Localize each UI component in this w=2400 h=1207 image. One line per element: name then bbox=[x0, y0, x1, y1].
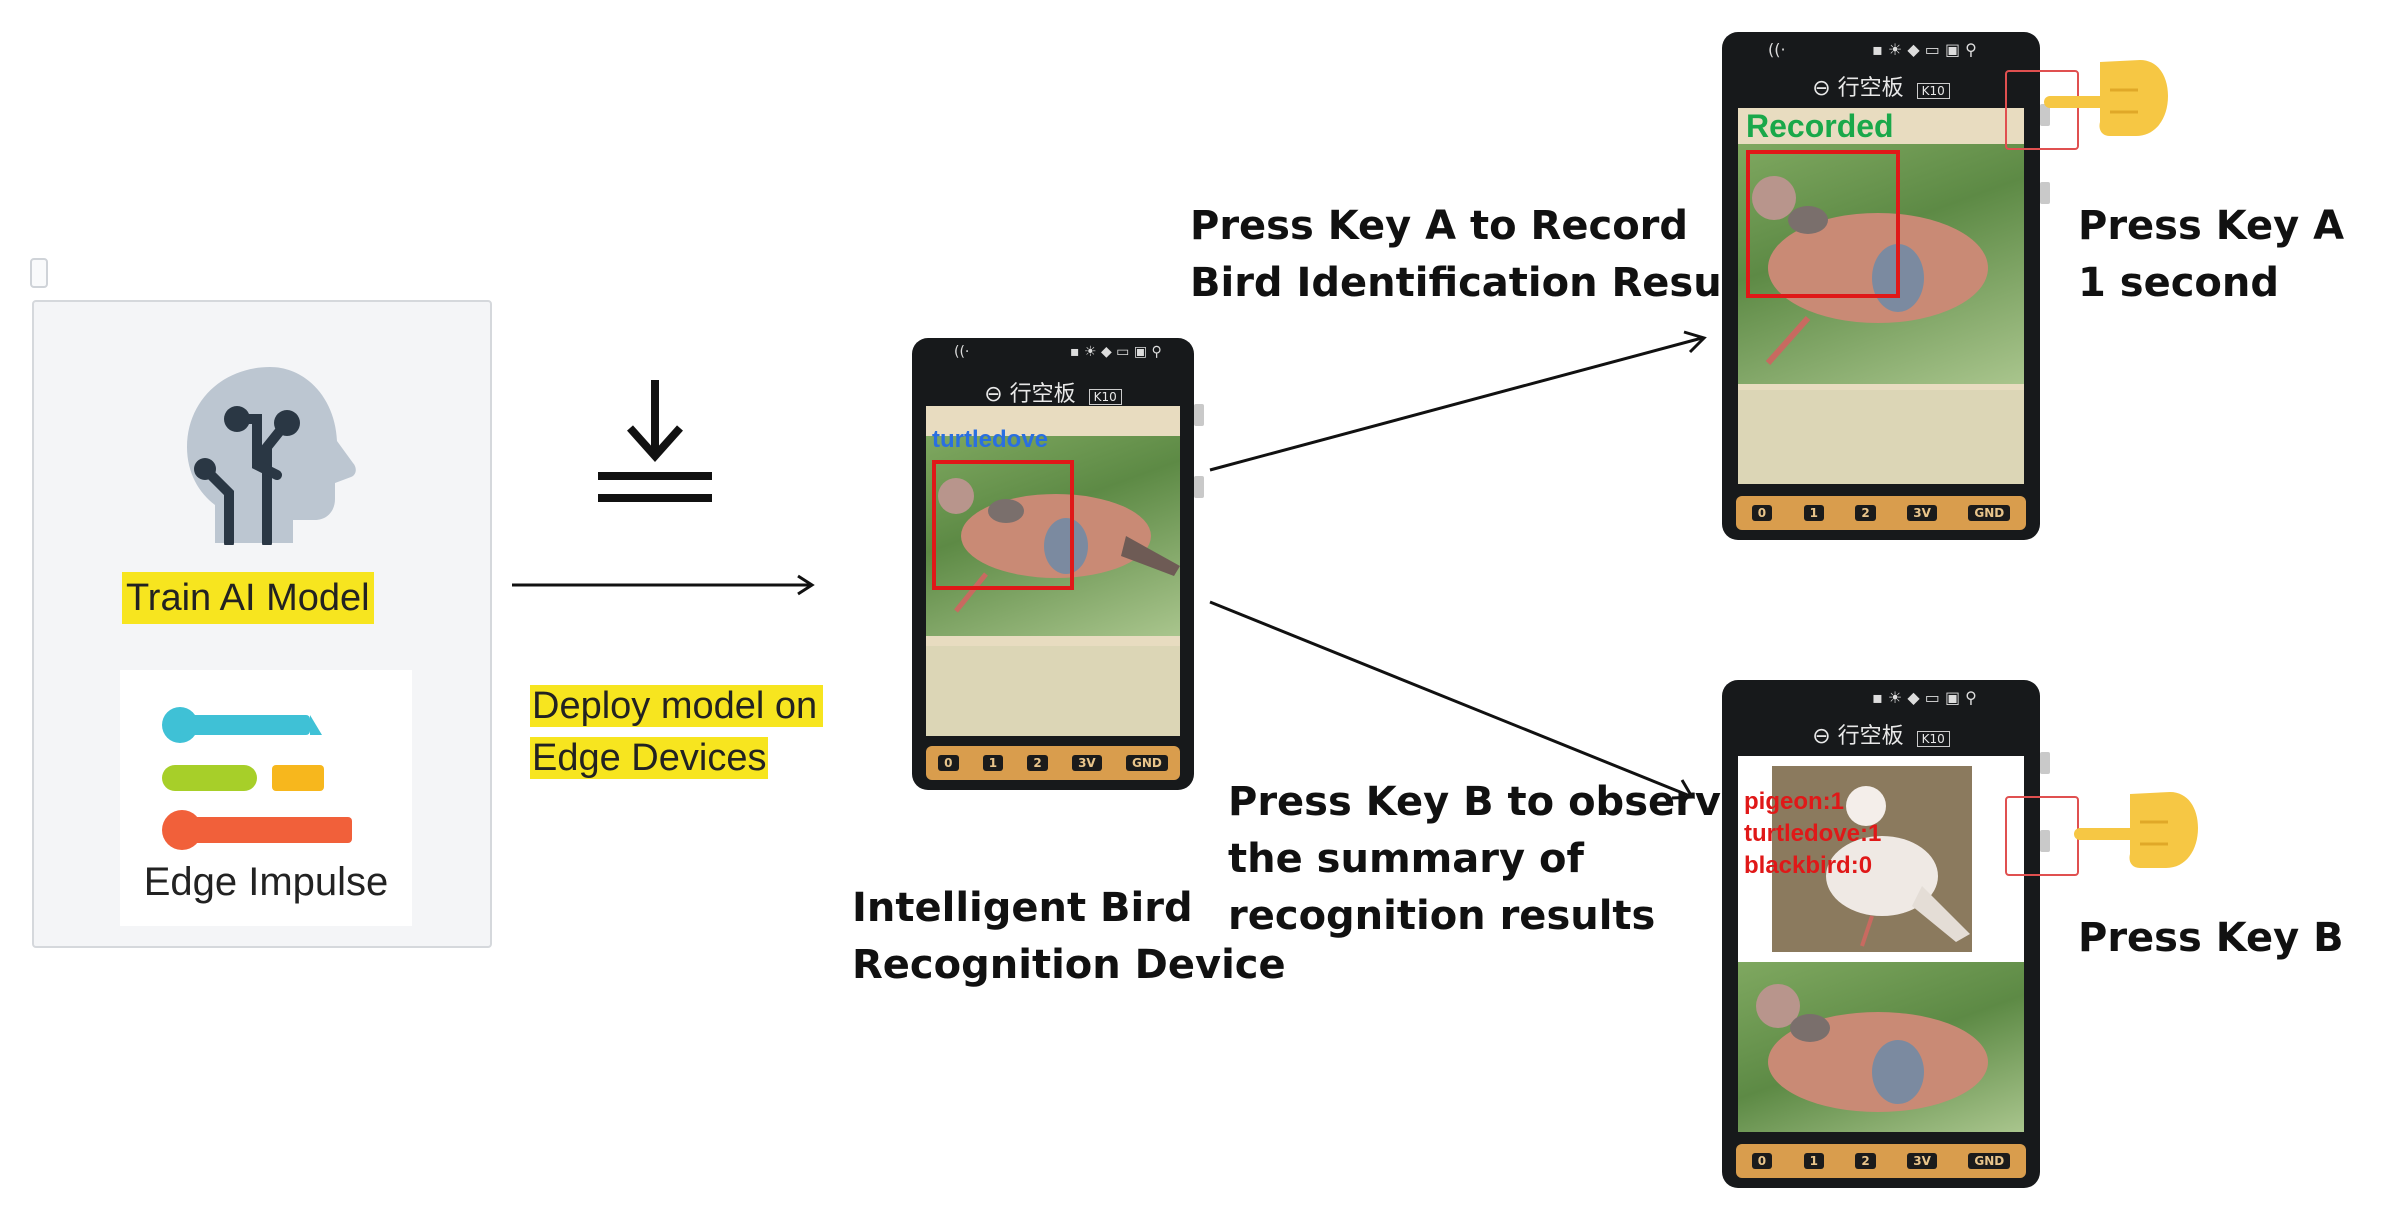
detection-box bbox=[932, 460, 1074, 590]
deploy-arrow bbox=[512, 574, 815, 596]
head-circuit-icon bbox=[187, 367, 356, 545]
train-model-label: Train AI Model bbox=[122, 572, 374, 624]
summary-blackbird: blackbird:0 bbox=[1744, 852, 1873, 879]
branch-b-description: Press Key B to observe the summary of re… bbox=[1228, 774, 1748, 945]
key-b-button[interactable] bbox=[2040, 830, 2050, 852]
device-brand: ⊖ 行空板 K10 bbox=[912, 376, 1194, 412]
deploy-label: Deploy model on Edge Devices bbox=[530, 680, 824, 784]
device-status-bar: ((· ▪ ☀ ◆ ▭ ▣ ⚲ bbox=[1768, 40, 1977, 59]
summary-turtledove: turtledove:1 bbox=[1744, 820, 1882, 847]
key-a-button[interactable] bbox=[2040, 752, 2050, 774]
branch-b-line-3: recognition results bbox=[1228, 893, 1656, 939]
pointing-hand-icon bbox=[2074, 792, 2198, 868]
branch-b-line-1: Press Key B to observe bbox=[1228, 779, 1749, 825]
summary-list: pigeon:1 turtledove:1 blackbird:0 bbox=[1744, 786, 1881, 882]
detection-box bbox=[1746, 150, 1900, 298]
device-screen: pigeon:1 turtledove:1 blackbird:0 bbox=[1738, 756, 2024, 1132]
key-b-button[interactable] bbox=[2040, 182, 2050, 204]
branch-b-line-2: the summary of bbox=[1228, 836, 1584, 882]
edge-impulse-logo bbox=[162, 707, 352, 850]
branch-a-description: Press Key A to Record Bird Identificatio… bbox=[1190, 198, 1778, 312]
deploy-line-1: Deploy model on bbox=[530, 685, 824, 727]
key-a-line-2: 1 second bbox=[2078, 260, 2279, 306]
branch-a-line-1: Press Key A to Record bbox=[1190, 203, 1689, 249]
pointing-hand-icon bbox=[2044, 60, 2168, 136]
device-status-bar: ▪ ☀ ◆ ▭ ▣ ⚲ bbox=[1872, 688, 1977, 707]
key-a-instruction: Press Key A 1 second bbox=[2078, 198, 2344, 312]
device-summary-state: ▪ ☀ ◆ ▭ ▣ ⚲ ⊖ 行空板 K10 pigeon:1 turtledov… bbox=[1722, 680, 2050, 1188]
detection-label: turtledove bbox=[932, 426, 1049, 453]
device-status-bar: ((· ▪ ☀ ◆ ▭ ▣ ⚲ bbox=[954, 344, 1162, 360]
key-a-line-1: Press Key A bbox=[2078, 203, 2345, 249]
device-brand: ⊖ 行空板 K10 bbox=[1722, 70, 2040, 106]
turtledove-image bbox=[1738, 962, 2024, 1132]
key-a-button[interactable] bbox=[1194, 404, 1204, 426]
device-screen: Recorded bbox=[1738, 108, 2024, 484]
device-caption: Intelligent Bird Recognition Device bbox=[852, 880, 1286, 994]
recorded-status: Recorded bbox=[1746, 108, 1894, 144]
key-b-button[interactable] bbox=[1194, 476, 1204, 498]
key-b-highlight bbox=[2005, 796, 2079, 876]
branch-a-line-2: Bird Identification Results bbox=[1190, 260, 1779, 306]
pigeon-image bbox=[1772, 766, 1972, 952]
device-caption-line-1: Intelligent Bird bbox=[852, 885, 1193, 931]
device-screen: turtledove bbox=[926, 406, 1180, 736]
key-a-highlight bbox=[2005, 70, 2079, 150]
summary-pigeon: pigeon:1 bbox=[1744, 788, 1844, 815]
key-a-button[interactable] bbox=[2040, 104, 2050, 126]
bird-image bbox=[938, 478, 1180, 613]
panel-tab bbox=[30, 258, 48, 288]
edge-impulse-label: Edge Impulse bbox=[143, 860, 389, 904]
device-brand: ⊖ 行空板 K10 bbox=[1722, 718, 2040, 754]
deploy-line-2: Edge Devices bbox=[530, 737, 769, 779]
device-caption-line-2: Recognition Device bbox=[852, 942, 1286, 988]
download-icon bbox=[598, 380, 712, 502]
key-b-instruction: Press Key B bbox=[2078, 915, 2344, 961]
